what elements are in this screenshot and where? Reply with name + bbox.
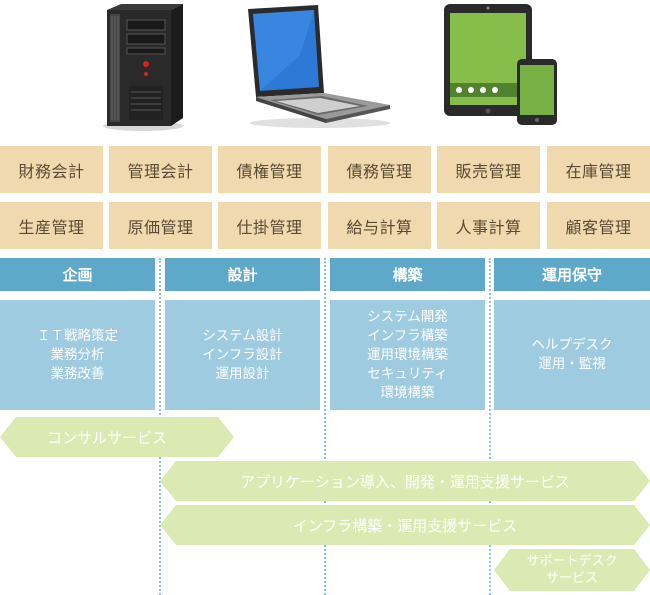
phase-item: システム開発: [367, 308, 448, 325]
service-arrow-infrastructure: インフラ構築・運用支援サービス: [160, 505, 650, 545]
phase-body-operations: ヘルプデスク 運用・監視: [494, 300, 650, 410]
module-tile: 原価管理: [109, 202, 212, 249]
tablet-icon: [444, 4, 532, 116]
module-tile: 管理会計: [109, 146, 212, 193]
module-tile: 給与計算: [328, 202, 431, 249]
service-label: サービス: [545, 571, 598, 586]
phase-body-design: システム設計 インフラ設計 運用設計: [165, 300, 320, 410]
phase-item: 運用・監視: [538, 356, 606, 372]
phase-body-planning: ＩＴ戦略策定 業務分析 業務改善: [0, 300, 155, 410]
phase-divider: [489, 258, 491, 595]
phase-item: ヘルプデスク: [531, 337, 613, 353]
service-arrow-consulting: コンサルサービス: [0, 417, 234, 457]
module-tile: 債務管理: [328, 146, 431, 193]
smartphone-icon: [517, 59, 557, 125]
phase-item: インフラ構築: [367, 327, 448, 344]
phase-body-build: システム開発 インフラ構築 運用環境構築 セキュリティ 環境構築: [330, 300, 485, 410]
phase-divider: [324, 258, 326, 595]
phase-item: インフラ設計: [202, 346, 283, 363]
module-tile: 在庫管理: [547, 146, 650, 193]
phase-item: システム設計: [202, 327, 283, 344]
phase-item: 運用設計: [215, 365, 270, 382]
laptop-icon: [248, 5, 390, 128]
phase-item: 業務改善: [50, 365, 105, 382]
service-label: インフラ構築・運用支援サービス: [292, 516, 518, 535]
phase-item: ＩＴ戦略策定: [37, 327, 118, 344]
server-tower-icon: [103, 4, 183, 131]
service-label: サポートデスク: [526, 554, 618, 569]
module-tile: 生産管理: [0, 202, 103, 249]
service-label: コンサルサービス: [46, 428, 167, 447]
module-tile: 財務会計: [0, 146, 103, 193]
phase-header-build: 構築: [330, 258, 485, 291]
module-tile: 顧客管理: [547, 202, 650, 249]
phase-item: 業務分析: [50, 346, 105, 363]
service-label: アプリケーション導入、開発・運用支援サービス: [240, 472, 570, 491]
module-tile: 債権管理: [218, 146, 321, 193]
phase-header-design: 設計: [165, 258, 320, 291]
service-arrow-application: アプリケーション導入、開発・運用支援サービス: [160, 461, 650, 501]
phase-item: 環境構築: [380, 384, 435, 401]
phase-header-planning: 企画: [0, 258, 155, 291]
module-tile: 仕掛管理: [218, 202, 321, 249]
phase-item: 運用環境構築: [367, 346, 448, 363]
phase-header-operations: 運用保守: [494, 258, 650, 291]
module-tile: 人事計算: [437, 202, 540, 249]
phase-item: セキュリティ: [367, 365, 448, 382]
service-arrow-support-desk: サポートデスク サービス: [494, 549, 650, 591]
module-tile: 販売管理: [437, 146, 540, 193]
